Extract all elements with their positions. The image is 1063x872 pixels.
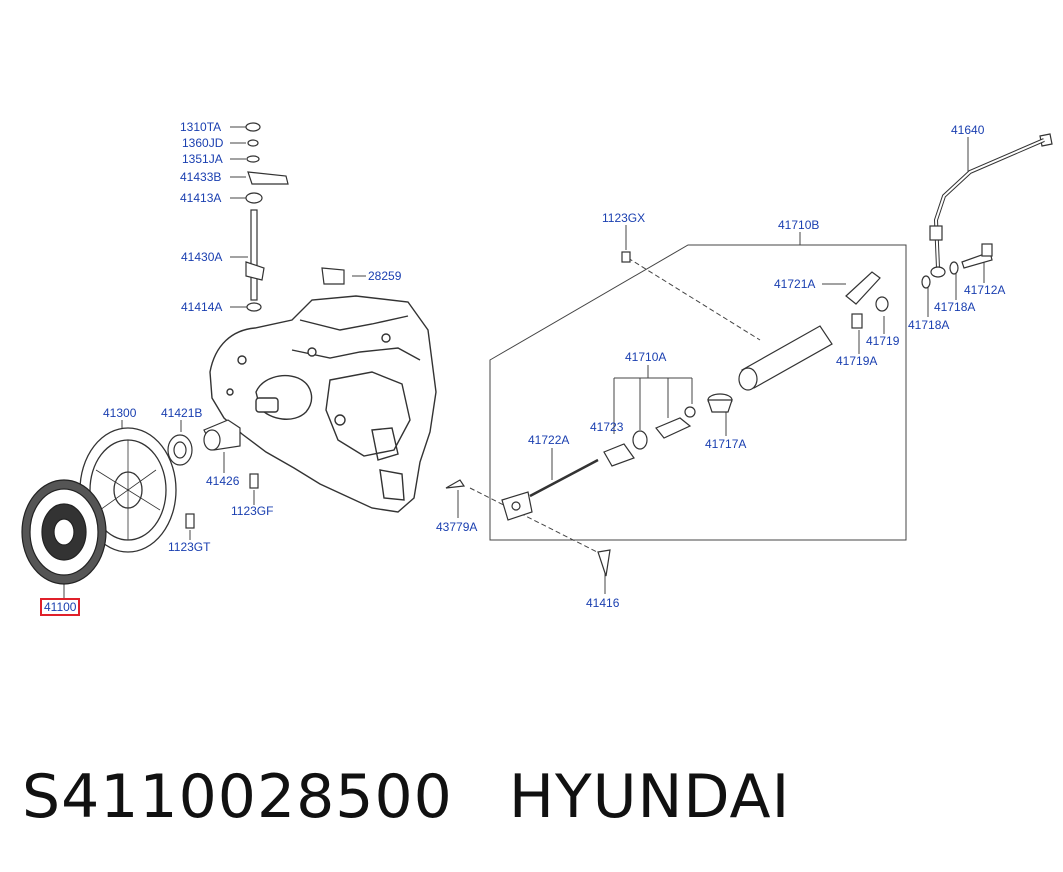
label-41712A: 41712A bbox=[964, 283, 1006, 297]
label-41300: 41300 bbox=[103, 406, 137, 420]
label-1351JA: 1351JA bbox=[182, 152, 223, 166]
release-bearing bbox=[167, 419, 259, 529]
label-41710A: 41710A bbox=[625, 350, 667, 364]
assembly-outline bbox=[489, 244, 907, 541]
label-41719A: 41719A bbox=[836, 354, 878, 368]
label-41718A-lower: 41718A bbox=[908, 318, 950, 332]
label-41722A: 41722A bbox=[528, 433, 570, 447]
label-41414A: 41414A bbox=[181, 300, 223, 314]
label-41413A: 41413A bbox=[180, 191, 222, 205]
label-41717A: 41717A bbox=[705, 437, 747, 451]
part-number: S4110028500 bbox=[22, 762, 453, 832]
label-41640: 41640 bbox=[951, 123, 985, 137]
label-1123GX: 1123GX bbox=[602, 211, 646, 225]
label-43779A: 43779A bbox=[436, 520, 478, 534]
label-41718A-upper: 41718A bbox=[934, 300, 976, 314]
label-28259: 28259 bbox=[368, 269, 402, 283]
clutch-pipe bbox=[921, 133, 1053, 289]
slave-cylinder-assembly bbox=[445, 251, 889, 577]
label-41430A: 41430A bbox=[181, 250, 223, 264]
label-41100-highlighted[interactable]: 41100 bbox=[40, 598, 81, 616]
clutch-disc bbox=[21, 479, 107, 585]
label-41710B: 41710B bbox=[778, 218, 820, 232]
label-41721A: 41721A bbox=[774, 277, 816, 291]
label-41433B: 41433B bbox=[180, 170, 222, 184]
label-1360JD: 1360JD bbox=[182, 136, 224, 150]
label-41426: 41426 bbox=[206, 474, 240, 488]
shift-lever-stack bbox=[245, 122, 345, 312]
label-41421B: 41421B bbox=[161, 406, 203, 420]
label-1123GT: 1123GT bbox=[168, 540, 211, 554]
label-1310TA: 1310TA bbox=[180, 120, 222, 134]
part-caption: S4110028500 HYUNDAI bbox=[22, 762, 790, 832]
brand-name: HYUNDAI bbox=[508, 762, 791, 832]
label-41416: 41416 bbox=[586, 596, 620, 610]
label-41719: 41719 bbox=[866, 334, 900, 348]
transmission-housing bbox=[209, 295, 437, 513]
label-41723: 41723 bbox=[590, 420, 624, 434]
label-1123GF: 1123GF bbox=[231, 504, 274, 518]
